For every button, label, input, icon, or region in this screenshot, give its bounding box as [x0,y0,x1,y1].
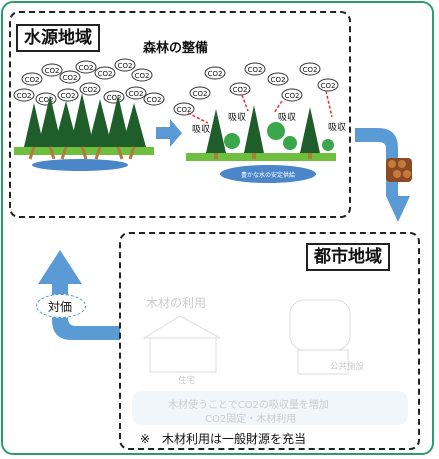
absorb-labels: 吸収 吸収 吸収 吸収 [192,111,346,135]
svg-text:豊かな水の安定供給: 豊かな水の安定供給 [241,171,295,179]
timber-flow-arrow [355,128,410,222]
svg-text:CO2: CO2 [271,76,286,84]
dense-forest [14,93,154,171]
svg-text:CO2: CO2 [45,67,60,75]
funding-note: ※ 木材利用は一般財源を充当 [140,432,307,446]
house-label: 住宅 [178,376,196,386]
svg-text:CO2: CO2 [303,66,318,74]
svg-text:CO2: CO2 [285,92,300,100]
svg-text:CO2: CO2 [321,82,336,90]
co2-bubbles-right: CO2 CO2 CO2 CO2 CO2 CO2 CO2 CO2 CO2 [173,62,339,116]
svg-text:CO2: CO2 [208,70,223,78]
svg-text:CO2: CO2 [79,64,94,72]
svg-text:CO2: CO2 [135,72,150,80]
public-facility-label: 公共施設 [330,362,365,372]
wood-caption-line1: 木材使うことでCO2の吸収量を増加 [168,400,329,411]
urban-illustration [142,299,351,375]
forest-illustration: CO2 CO2 CO2 CO2 CO2 CO2 CO2 CO2 CO2 CO2 … [13,58,346,183]
svg-text:CO2: CO2 [177,106,192,114]
svg-text:CO2: CO2 [17,92,32,100]
forest-maintenance-title: 森林の整備 [143,41,209,56]
svg-text:CO2: CO2 [61,92,76,100]
outer-frame [1,1,434,455]
svg-text:CO2: CO2 [193,90,208,98]
payment-label-oval [36,294,86,318]
source-region-label: 水源地域 [16,24,100,52]
urban-region-box [119,232,420,450]
svg-text:CO2: CO2 [147,96,162,104]
svg-text:CO2: CO2 [83,86,98,94]
svg-text:吸収: 吸収 [278,111,296,123]
svg-text:CO2: CO2 [63,74,78,82]
svg-text:CO2: CO2 [129,90,144,98]
payment-label: 対価 [48,300,73,314]
forest-transition-arrow [156,119,182,147]
svg-text:CO2: CO2 [107,94,122,102]
thinned-forest: 豊かな水の安定供給 [186,105,336,183]
absorb-arrows [187,90,333,124]
svg-text:CO2: CO2 [248,66,263,74]
source-region-box [9,11,351,218]
co2-bubbles-left: CO2 CO2 CO2 CO2 CO2 CO2 CO2 CO2 CO2 CO2 … [13,58,165,106]
wood-caption-box [132,391,408,425]
wood-caption-line2: CO2固定・木材利用 [205,414,297,425]
house-illustration [142,315,221,373]
public-facility-illustration [289,299,351,375]
svg-text:CO2: CO2 [118,62,133,70]
svg-text:CO2: CO2 [39,96,54,104]
svg-text:CO2: CO2 [25,76,40,84]
svg-text:吸収: 吸収 [328,121,346,133]
logs-icon [386,158,412,182]
svg-text:吸収: 吸収 [228,111,246,123]
urban-region-label: 都市地域 [306,243,390,271]
svg-text:CO2: CO2 [233,86,248,94]
wood-use-label: 木材の利用 [146,296,207,310]
svg-text:CO2: CO2 [98,70,113,78]
svg-text:吸収: 吸収 [192,123,210,135]
